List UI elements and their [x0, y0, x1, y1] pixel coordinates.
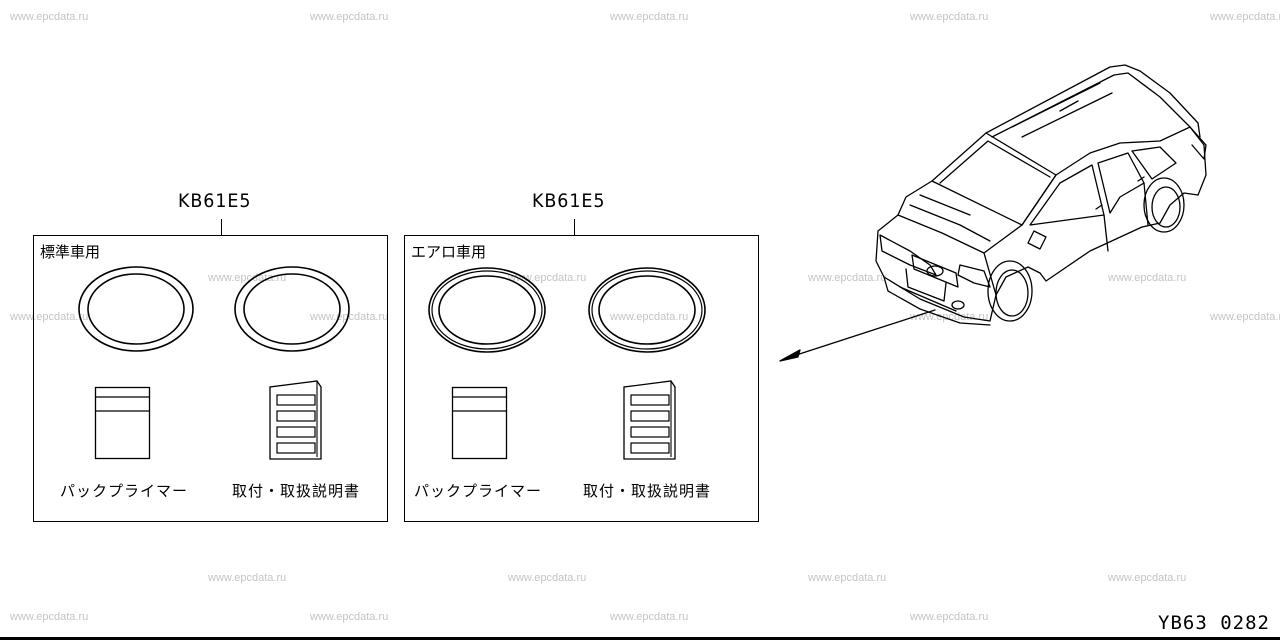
part-code-label[interactable]: KB61E5: [532, 190, 606, 212]
watermark: www.epcdata.ru: [1210, 11, 1280, 23]
primer-pack-label: パックプライマー: [60, 482, 189, 500]
primer-pack-icon[interactable]: [451, 386, 508, 460]
watermark: www.epcdata.ru: [310, 611, 389, 623]
watermark: www.epcdata.ru: [910, 11, 989, 23]
leader-line: [574, 219, 575, 235]
watermark: www.epcdata.ru: [10, 11, 89, 23]
watermark: www.epcdata.ru: [808, 272, 887, 284]
watermark: www.epcdata.ru: [310, 311, 389, 323]
manual-booklet-icon[interactable]: [269, 379, 325, 461]
watermark: www.epcdata.ru: [1210, 311, 1280, 323]
watermark: www.epcdata.ru: [208, 272, 287, 284]
emblem-ring-icon[interactable]: [78, 266, 198, 358]
leader-line: [221, 219, 222, 235]
part-code-label[interactable]: KB61E5: [178, 190, 252, 212]
watermark: www.epcdata.ru: [1108, 272, 1187, 284]
watermark: www.epcdata.ru: [10, 311, 89, 323]
manual-booklet-icon[interactable]: [623, 379, 679, 461]
kit-box-aero: エアロ車用 パックプライマー 取付・取扱説明書: [404, 235, 759, 522]
manual-label: 取付・取扱説明書: [583, 482, 712, 500]
emblem-ring-icon[interactable]: [427, 266, 551, 360]
vehicle-illustration: [779, 64, 1207, 362]
primer-pack-icon[interactable]: [94, 386, 151, 460]
watermark: www.epcdata.ru: [310, 11, 389, 23]
watermark: www.epcdata.ru: [1108, 572, 1187, 584]
watermark: www.epcdata.ru: [208, 572, 287, 584]
watermark: www.epcdata.ru: [610, 311, 689, 323]
diagram-number: YB63 0282: [1158, 612, 1270, 634]
watermark: www.epcdata.ru: [10, 611, 89, 623]
watermark: www.epcdata.ru: [910, 611, 989, 623]
kit-box-standard: 標準車用 パックプライマー 取付・取扱説明書: [33, 235, 388, 522]
kit-title: 標準車用: [40, 243, 101, 261]
watermark: www.epcdata.ru: [610, 11, 689, 23]
watermark: www.epcdata.ru: [508, 272, 587, 284]
bottom-rule: [0, 637, 1280, 640]
primer-pack-label: パックプライマー: [414, 482, 543, 500]
emblem-ring-icon[interactable]: [587, 266, 711, 360]
watermark: www.epcdata.ru: [610, 611, 689, 623]
kit-title: エアロ車用: [411, 243, 487, 261]
manual-label: 取付・取扱説明書: [232, 482, 361, 500]
watermark: www.epcdata.ru: [910, 311, 989, 323]
emblem-ring-icon[interactable]: [234, 266, 354, 358]
watermark: www.epcdata.ru: [808, 572, 887, 584]
watermark: www.epcdata.ru: [508, 572, 587, 584]
